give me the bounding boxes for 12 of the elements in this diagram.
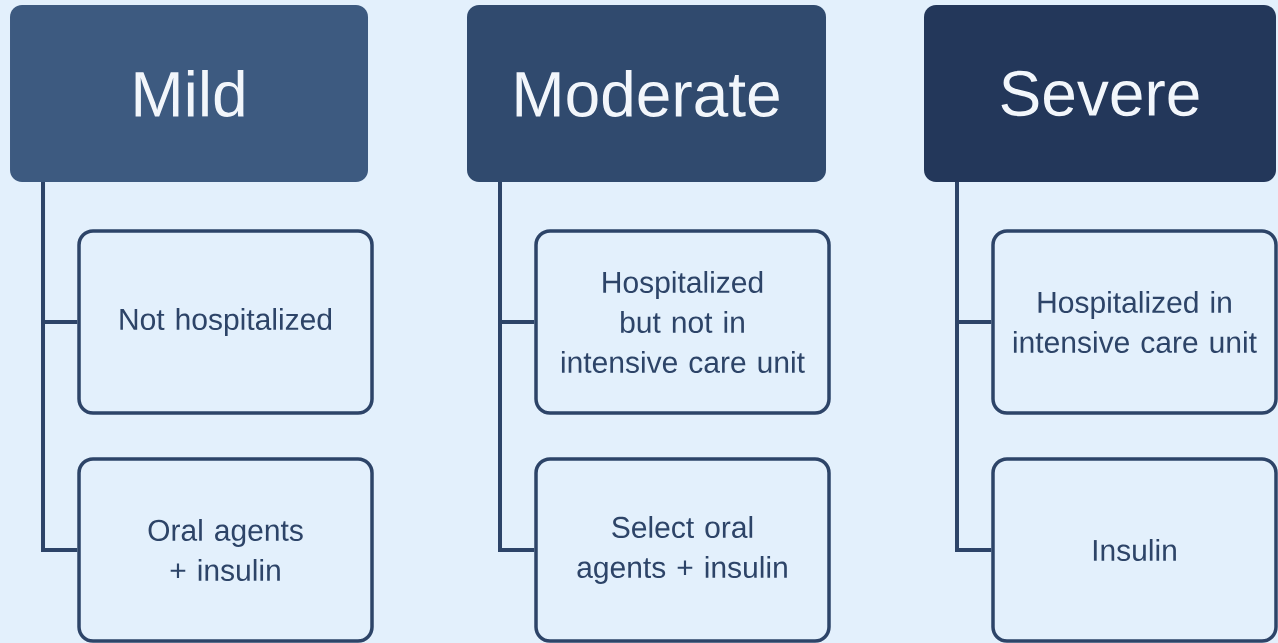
description-box: Not hospitalized [77,229,374,415]
description-box: Select oral agents + insulin [534,457,831,643]
description-box: Insulin [991,457,1278,643]
category-box: Severe [924,5,1276,182]
description-box: Hospitalized in intensive care unit [991,229,1278,415]
connector [955,182,992,552]
category-box: Mild [10,5,368,182]
connector [498,182,535,552]
category-box: Moderate [467,5,826,182]
connector [41,182,78,552]
description-box: Oral agents + insulin [77,457,374,643]
description-box: Hospitalized but not in intensive care unit [534,229,831,415]
